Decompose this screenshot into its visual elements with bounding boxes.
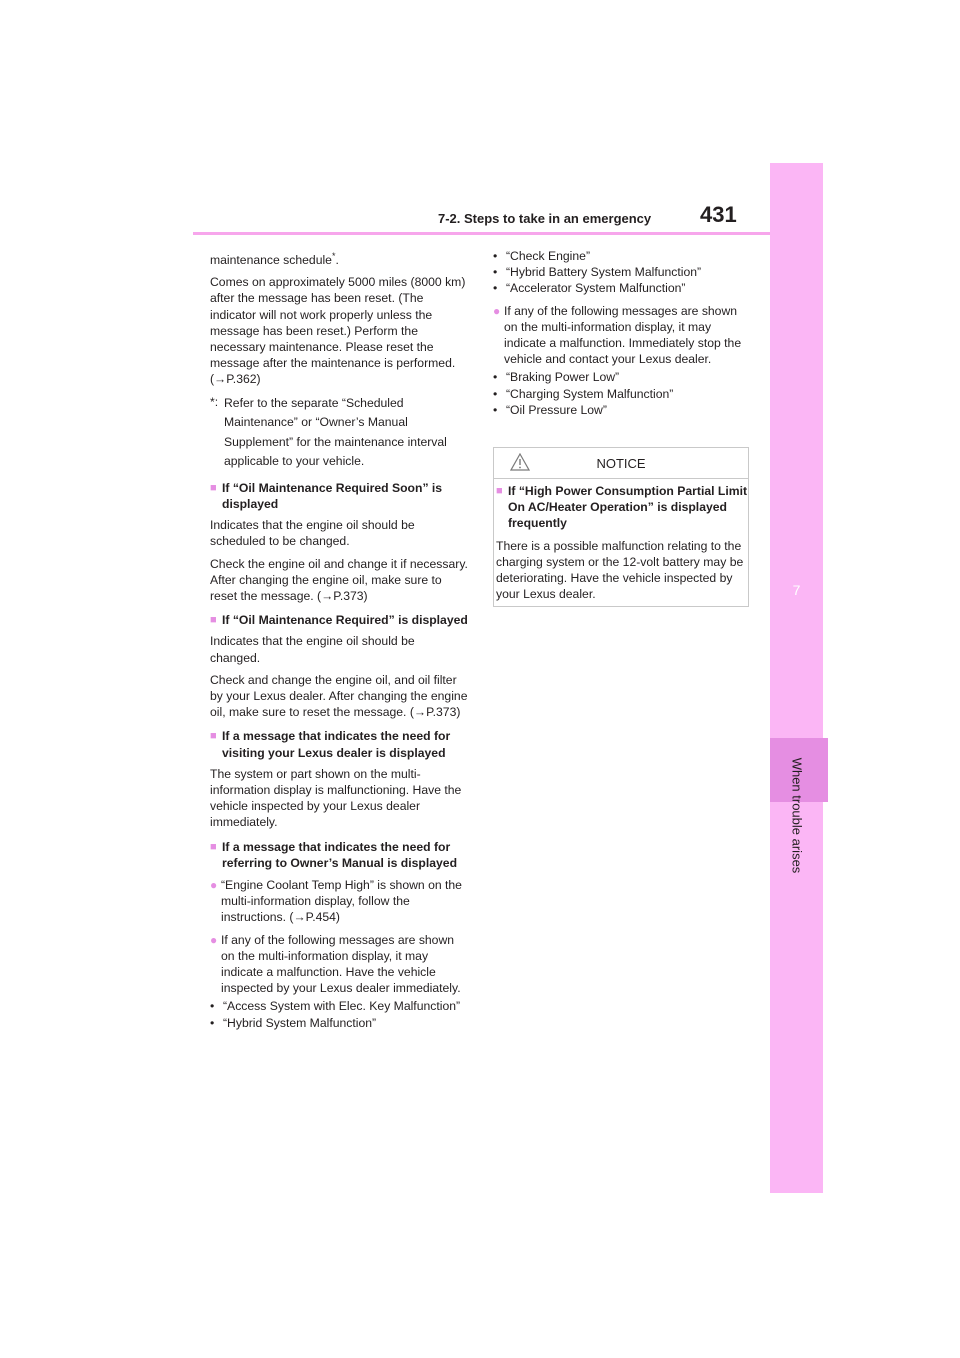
bullet-item: ● If any of the following messages are s… bbox=[210, 932, 461, 996]
list-item: • “Oil Pressure Low” bbox=[493, 402, 607, 417]
list-item: • “Hybrid System Malfunction” bbox=[210, 1015, 377, 1030]
chapter-tab bbox=[770, 738, 828, 802]
bullet-item: ● If any of the following messages are s… bbox=[493, 303, 742, 367]
notice-box: NOTICE ■ If “High Power Consumption Part… bbox=[493, 447, 749, 607]
list-item: • “Braking Power Low” bbox=[493, 370, 620, 385]
notice-body: ■ If “High Power Consumption Partial Lim… bbox=[494, 479, 748, 602]
section-heading: ■ If “Oil Maintenance Required Soon” is … bbox=[210, 480, 443, 511]
list-item: • “Charging System Malfunction” bbox=[493, 386, 674, 401]
footnote: *: Refer to the separate “Scheduled Main… bbox=[210, 394, 468, 472]
section-heading: ■ If “Oil Maintenance Required” is displ… bbox=[210, 613, 468, 628]
round-bullet-icon: ● bbox=[493, 303, 501, 318]
page-number: 431 bbox=[700, 202, 737, 227]
section-title: 7-2. Steps to take in an emergency bbox=[438, 211, 652, 226]
section-heading: ■ If a message that indicates the need f… bbox=[210, 729, 451, 760]
notice-heading: ■ If “High Power Consumption Partial Lim… bbox=[496, 484, 748, 531]
chapter-number: 7 bbox=[792, 582, 801, 598]
list-item: • “Access System with Elec. Key Malfunct… bbox=[210, 999, 461, 1014]
paragraph: Check and change the engine oil, and oil… bbox=[210, 672, 468, 720]
square-bullet-icon: ■ bbox=[210, 481, 217, 494]
section-heading: ■ If a message that indicates the need f… bbox=[210, 839, 458, 870]
chapter-sidebar bbox=[770, 163, 828, 1193]
square-bullet-icon: ■ bbox=[210, 730, 217, 743]
paragraph: The system or part shown on the multi-in… bbox=[210, 766, 462, 830]
paragraph: Indicates that the engine oil should be … bbox=[210, 518, 415, 549]
header-rule bbox=[193, 232, 770, 235]
right-column: • “Check Engine” • “Hybrid Battery Syste… bbox=[493, 248, 751, 418]
bullet-item: ● “Engine Coolant Temp High” is shown on… bbox=[210, 877, 462, 925]
round-bullet-icon: ● bbox=[210, 877, 218, 892]
list-item: • “Hybrid Battery System Malfunction” bbox=[493, 265, 702, 280]
footnote-mark: *: bbox=[210, 394, 219, 409]
chapter-title: When trouble arises bbox=[789, 757, 805, 874]
notice-title: NOTICE bbox=[596, 455, 646, 471]
paragraph: maintenance schedule*. bbox=[210, 251, 339, 268]
square-bullet-icon: ■ bbox=[210, 840, 217, 853]
notice-header: NOTICE bbox=[494, 448, 748, 479]
paragraph: Indicates that the engine oil should be … bbox=[210, 634, 415, 665]
square-bullet-icon: ■ bbox=[496, 485, 503, 497]
square-bullet-icon: ■ bbox=[210, 614, 217, 627]
notice-text: There is a possible malfunction relating… bbox=[496, 538, 744, 602]
round-bullet-icon: ● bbox=[210, 932, 218, 947]
footnote-marker: * bbox=[331, 251, 336, 261]
footnote-text: Refer to the separate “Scheduled Mainten… bbox=[224, 395, 447, 469]
paragraph: Check the engine oil and change it if ne… bbox=[210, 556, 468, 603]
list-item: • “Accelerator System Malfunction” bbox=[493, 281, 686, 296]
paragraph: Comes on approximately 5000 miles (8000 … bbox=[210, 275, 466, 387]
warning-icon bbox=[510, 453, 530, 471]
list-item: • “Check Engine” bbox=[493, 249, 590, 263]
left-column: maintenance schedule*. Comes on approxim… bbox=[210, 248, 468, 1031]
